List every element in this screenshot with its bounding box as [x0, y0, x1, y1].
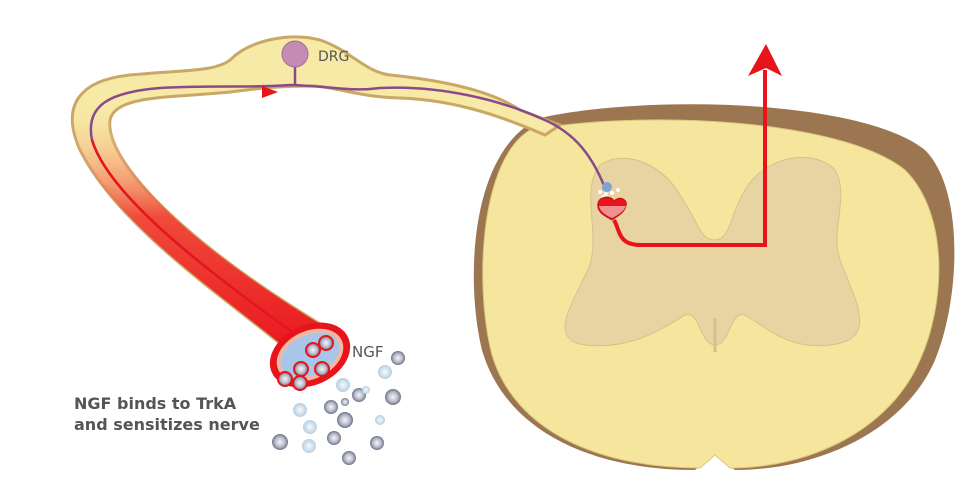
spinal-cord-gray-matter [564, 156, 861, 347]
drg-cell-body [281, 40, 309, 68]
nerve-inflamed-region [73, 100, 330, 360]
drg-label: DRG [318, 49, 349, 65]
spinal-cord [473, 104, 955, 470]
nerve-ending-cross-section [269, 322, 351, 391]
signal-arrowhead-icon [262, 86, 278, 98]
ngf-label: NGF [352, 343, 383, 361]
sensory-nerve: DRG [70, 35, 607, 363]
up-arrow-icon [748, 44, 782, 76]
presynaptic-terminal [602, 182, 612, 192]
trka-receptors [277, 335, 334, 391]
ngf-particles [272, 351, 405, 465]
ascending-signal-path [612, 70, 767, 247]
caption-line-1: NGF binds to TrkA [74, 394, 237, 413]
synapse [597, 182, 627, 221]
caption-line-2: and sensitizes nerve [74, 415, 260, 434]
axon-fiber-red [90, 139, 311, 347]
